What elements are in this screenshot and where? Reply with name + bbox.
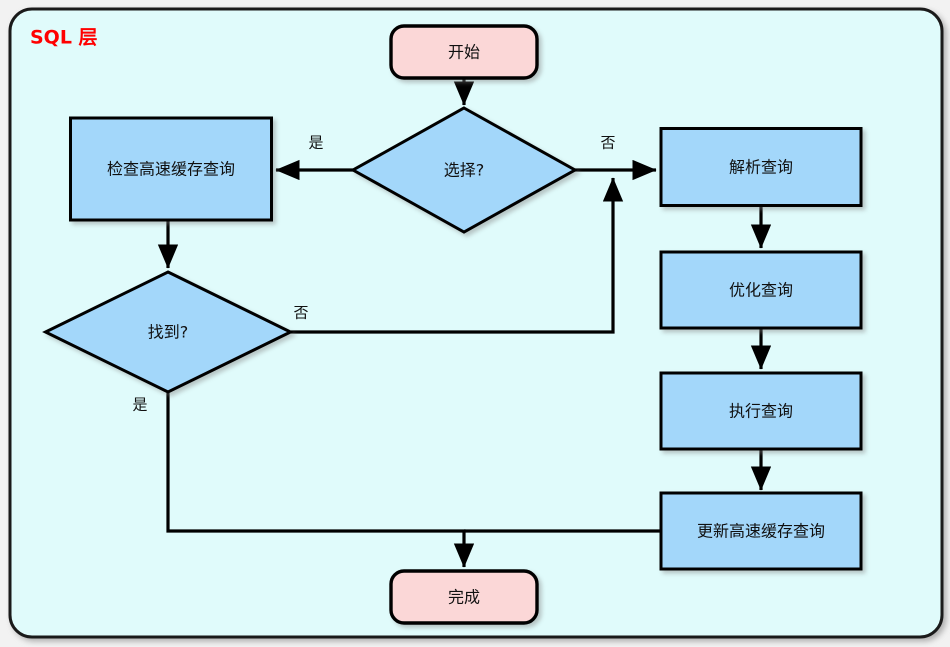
terminator-shape[interactable] xyxy=(389,24,539,80)
decision-shape[interactable] xyxy=(42,270,294,394)
node-execute[interactable]: 执行查询 xyxy=(659,371,863,451)
node-check_cache[interactable]: 检查高速缓存查询 xyxy=(69,116,273,222)
connector-found-to-done: 是 xyxy=(132,393,475,568)
node-choose[interactable]: 选择? xyxy=(349,106,579,234)
process-shape[interactable] xyxy=(659,127,863,207)
edge-label-e-found-parse: 否 xyxy=(293,304,308,322)
process-shape[interactable] xyxy=(659,491,863,571)
node-update_cache[interactable]: 更新高速缓存查询 xyxy=(659,491,863,571)
node-label-execute: 执行查询 xyxy=(729,402,793,421)
node-found[interactable]: 找到? xyxy=(42,270,294,394)
process-shape[interactable] xyxy=(659,371,863,451)
node-done[interactable]: 完成 xyxy=(389,569,539,625)
edge-label-e-choose-check: 是 xyxy=(308,134,323,152)
node-label-check_cache: 检查高速缓存查询 xyxy=(107,160,235,179)
connector-line xyxy=(291,177,624,334)
node-label-choose: 选择? xyxy=(444,161,485,180)
node-label-start: 开始 xyxy=(448,43,480,62)
node-label-optimize: 优化查询 xyxy=(729,281,793,300)
node-label-update_cache: 更新高速缓存查询 xyxy=(697,522,825,541)
node-label-done: 完成 xyxy=(448,588,480,607)
connector-choose-to-check_cache: 是 xyxy=(275,134,353,181)
edge-label-e-found-done: 是 xyxy=(132,396,147,414)
terminator-shape[interactable] xyxy=(389,569,539,625)
connector-line xyxy=(166,393,475,568)
process-shape[interactable] xyxy=(659,250,863,330)
connector-layer: 是否否是 xyxy=(132,78,772,568)
node-start[interactable]: 开始 xyxy=(389,24,539,80)
sql-layer-title: SQL 层 xyxy=(30,27,98,49)
node-label-found: 找到? xyxy=(148,323,189,342)
edge-label-e-choose-parse: 否 xyxy=(600,134,615,152)
node-label-parse: 解析查询 xyxy=(729,158,793,177)
node-parse[interactable]: 解析查询 xyxy=(659,127,863,207)
decision-shape[interactable] xyxy=(349,106,579,234)
connector-found-to-parse: 否 xyxy=(291,177,624,334)
node-optimize[interactable]: 优化查询 xyxy=(659,250,863,330)
connector-choose-to-parse: 否 xyxy=(575,134,657,181)
process-shape[interactable] xyxy=(69,116,273,222)
